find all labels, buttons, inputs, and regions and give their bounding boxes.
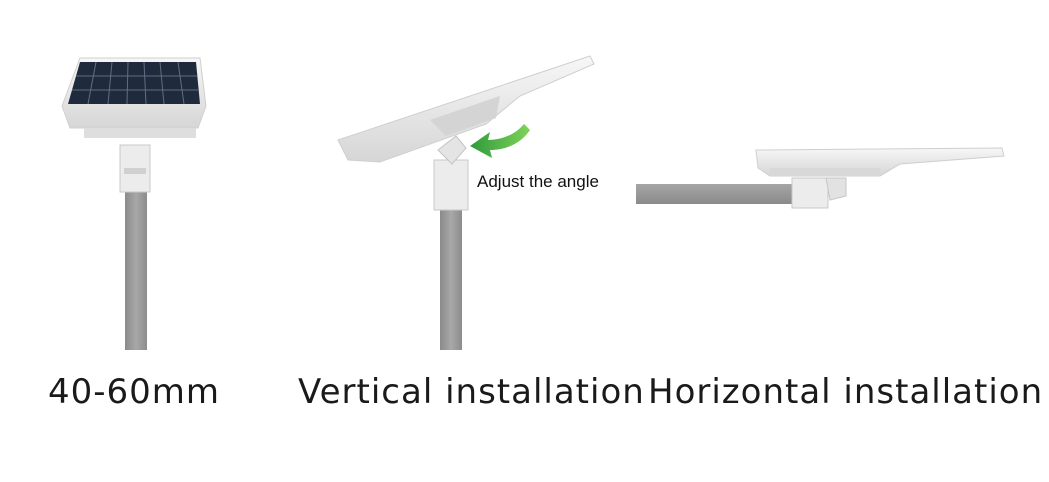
top-mount-light xyxy=(61,57,207,350)
adjust-angle-label: Adjust the angle xyxy=(477,172,599,191)
pole xyxy=(125,190,147,350)
pole xyxy=(440,205,462,350)
swivel-joint xyxy=(437,135,467,165)
pole-clamp xyxy=(433,159,469,211)
pole xyxy=(636,184,796,204)
caption-vertical-installation: Vertical installation xyxy=(298,372,645,412)
horizontal-mount-light xyxy=(636,147,1005,209)
pole-clamp xyxy=(791,177,829,209)
caption-horizontal-installation: Horizontal installation xyxy=(648,372,1044,412)
rotate-arrow-icon xyxy=(470,124,530,158)
caption-diameter: 40-60mm xyxy=(48,372,221,412)
solar-panel xyxy=(68,62,200,104)
vertical-mount-light xyxy=(337,55,595,350)
